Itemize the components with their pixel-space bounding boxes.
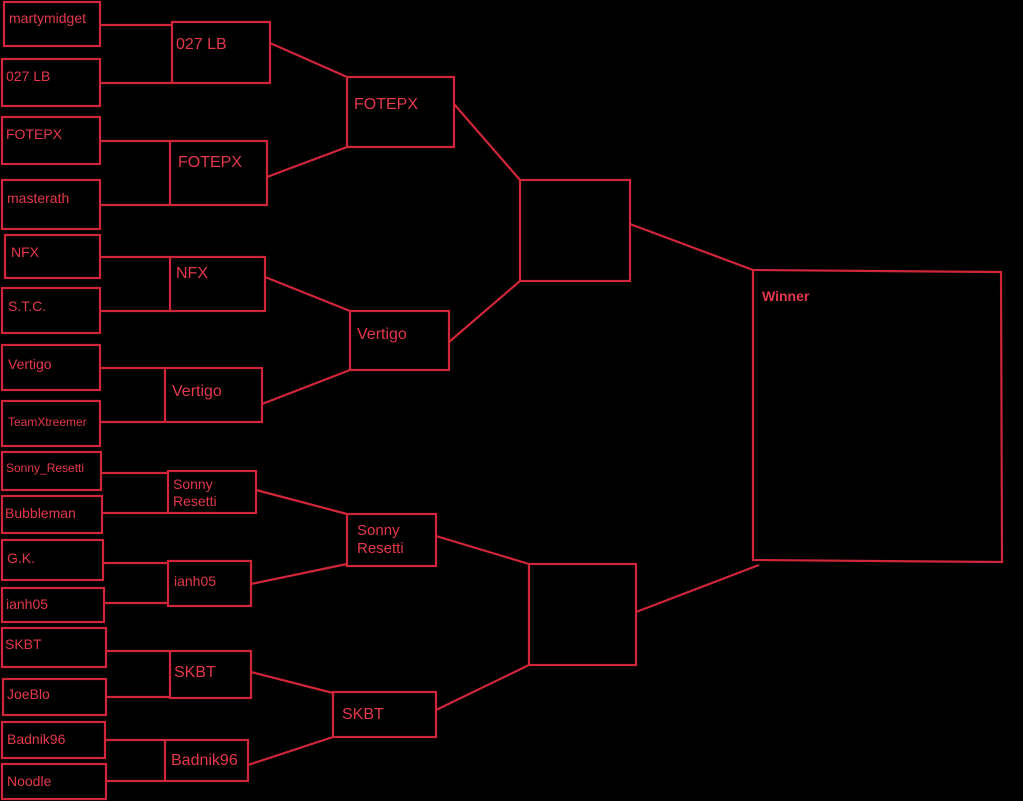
competitor-name: 027 LB bbox=[6, 68, 50, 84]
bracket-slot: NFX bbox=[168, 255, 267, 313]
bracket-slot: G.K. bbox=[0, 538, 105, 582]
bracket-slot: ianh05 bbox=[166, 559, 253, 608]
competitor-name: NFX bbox=[11, 244, 40, 260]
semifinals bbox=[518, 178, 638, 667]
competitor-name: masterath bbox=[7, 190, 69, 206]
wire bbox=[250, 562, 348, 586]
competitor-name: Noodle bbox=[7, 773, 52, 789]
wire bbox=[435, 534, 530, 566]
competitor-name: Vertigo bbox=[172, 383, 222, 400]
bracket-slot: masterath bbox=[0, 178, 102, 231]
wire bbox=[255, 488, 348, 516]
bracket-wires bbox=[100, 23, 760, 783]
bracket-slot: FOTEPX bbox=[0, 115, 102, 166]
bracket-slot: Vertigo bbox=[0, 343, 102, 392]
bracket-slot: Noodle bbox=[0, 762, 108, 801]
bracket-slot: Badnik96 bbox=[0, 720, 107, 760]
bracket-slot: 027 LB bbox=[0, 57, 102, 108]
wire bbox=[250, 670, 334, 695]
bracket-slot: martymidget bbox=[2, 0, 102, 48]
bracket-slot: Badnik96 bbox=[163, 738, 250, 783]
competitor-name: FOTEPX bbox=[354, 96, 418, 113]
bracket-slot: S.T.C. bbox=[0, 286, 102, 335]
competitor-name: G.K. bbox=[7, 550, 35, 566]
bracket-slot: SKBT bbox=[168, 649, 253, 700]
competitor-name: TeamXtreemer bbox=[8, 415, 87, 429]
bracket-slot: Sonny_Resetti bbox=[0, 450, 103, 492]
bracket-slot: NFX bbox=[3, 233, 102, 280]
competitor-name: FOTEPX bbox=[178, 154, 242, 171]
competitor-name: NFX bbox=[176, 265, 208, 282]
bracket-slot: SKBT bbox=[331, 690, 438, 739]
bracket-slot: Vertigo bbox=[348, 309, 451, 372]
wire bbox=[448, 280, 521, 343]
bracket-slot: FOTEPX bbox=[168, 139, 269, 207]
competitor-name: Bubbleman bbox=[5, 505, 76, 521]
bracket-slot: FOTEPX bbox=[345, 75, 456, 149]
competitor-name: SKBT bbox=[342, 706, 384, 723]
competitor-name: JoeBlo bbox=[7, 686, 50, 702]
competitor-name: martymidget bbox=[9, 10, 86, 26]
wire bbox=[264, 275, 351, 313]
winner-label: Winner bbox=[762, 288, 810, 304]
bracket-slot: ianh05 bbox=[0, 586, 106, 624]
competitor-name: FOTEPX bbox=[6, 126, 63, 142]
wire bbox=[261, 368, 351, 406]
competitor-name: ianh05 bbox=[174, 573, 216, 589]
competitor-name: Vertigo bbox=[8, 356, 52, 372]
wire bbox=[635, 563, 760, 614]
bracket-slot: SKBT bbox=[0, 626, 108, 669]
competitor-name: Badnik96 bbox=[171, 752, 238, 769]
wire bbox=[247, 735, 334, 767]
bracket-slot bbox=[518, 178, 632, 283]
bracket-slot bbox=[527, 562, 638, 667]
competitor-name: S.T.C. bbox=[8, 298, 46, 314]
competitor-name: Sonny_Resetti bbox=[6, 461, 84, 475]
bracket-slot: JoeBlo bbox=[1, 677, 108, 717]
winner-slot: Winner bbox=[751, 268, 1004, 564]
wire bbox=[435, 664, 530, 711]
competitor-name: SKBT bbox=[5, 636, 42, 652]
competitor-name: 027 LB bbox=[176, 36, 227, 53]
bracket-slot: 027 LB bbox=[170, 20, 272, 85]
competitor-name: Badnik96 bbox=[7, 731, 66, 747]
wire bbox=[453, 103, 521, 181]
bracket-slot: Bubbleman bbox=[0, 494, 104, 535]
wire bbox=[266, 145, 348, 179]
wire bbox=[629, 222, 754, 272]
competitor-name: ianh05 bbox=[6, 596, 48, 612]
wire bbox=[269, 41, 348, 79]
round-1: martymidget 027 LB FOTEPX masterath NFX … bbox=[0, 0, 108, 801]
competitor-name: SKBT bbox=[174, 664, 216, 681]
bracket-slot: TeamXtreemer bbox=[0, 399, 102, 448]
bracket-slot: Vertigo bbox=[163, 366, 264, 424]
competitor-name: Vertigo bbox=[357, 326, 407, 343]
